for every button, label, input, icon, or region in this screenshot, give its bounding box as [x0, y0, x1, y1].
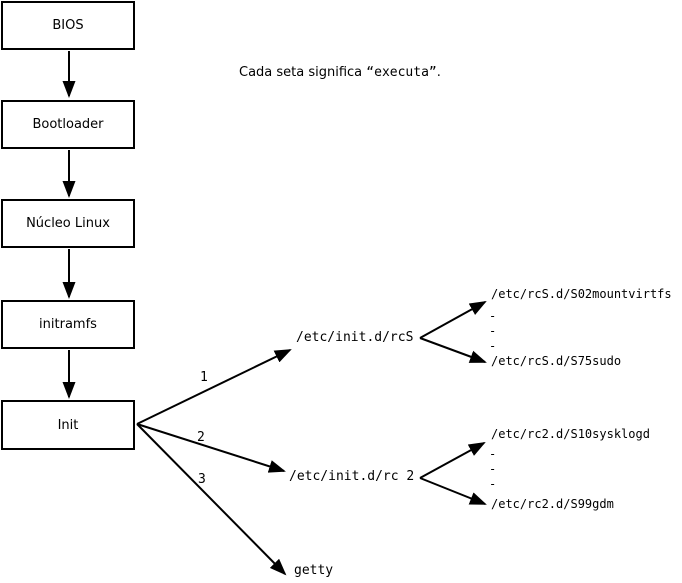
rcs-ellipsis-dash-2: -: [489, 324, 497, 338]
rc2-ellipsis-dash-2: -: [489, 462, 497, 476]
node-bios: BIOS: [1, 1, 135, 50]
arrow-rcs-to-first-icon: [419, 301, 487, 339]
node-linux-kernel: Núcleo Linux: [1, 199, 135, 248]
arrow-rcs-to-last-icon: [419, 337, 487, 363]
rc2-ellipsis-dash-3: -: [489, 477, 497, 491]
node-initramfs: initramfs: [1, 300, 135, 349]
arrow-number-2: 2: [197, 430, 205, 445]
rc2-ellipsis-dash-1: -: [489, 447, 497, 461]
arrow-number-1: 1: [200, 370, 208, 385]
node-initramfs-label: initramfs: [39, 317, 97, 332]
node-rc2-last-script: /etc/rc2.d/S99gdm: [491, 497, 614, 511]
arrow-number-3: 3: [198, 472, 206, 487]
node-init-label: Init: [57, 417, 79, 433]
node-rc2-first-script: /etc/rc2.d/S10sysklogd: [491, 427, 650, 441]
arrow-init-to-rc2-icon: [136, 423, 286, 473]
node-linux-kernel-label: Núcleo Linux: [26, 216, 110, 231]
arrow-rc2-to-first-icon: [419, 442, 486, 479]
node-bios-label: BIOS: [52, 18, 84, 33]
caption-prefix: Cada seta significa: [239, 65, 367, 80]
rcs-ellipsis-dash-1: -: [489, 309, 497, 323]
node-rcs-first-script: /etc/rcS.d/S02mountvirtfs: [491, 287, 672, 301]
caption: Cada seta significa “executa”.: [239, 65, 441, 81]
node-bootloader-label: Bootloader: [32, 117, 104, 132]
node-rc2-script: /etc/init.d/rc 2: [289, 469, 415, 484]
arrow-init-to-rcs-icon: [136, 349, 292, 425]
arrow-rc2-to-last-icon: [419, 477, 487, 505]
arrow-init-to-getty-icon: [136, 423, 287, 576]
caption-literal: “executa”: [366, 65, 437, 80]
caption-suffix: .: [436, 65, 441, 80]
node-rcs-last-script: /etc/rcS.d/S75sudo: [491, 354, 622, 368]
node-bootloader: Bootloader: [1, 100, 135, 149]
node-rcs-script: /etc/init.d/rcS: [296, 330, 414, 345]
node-getty: getty: [294, 563, 334, 578]
rcs-ellipsis-dash-3: -: [489, 339, 497, 353]
node-init: Init: [1, 400, 135, 450]
